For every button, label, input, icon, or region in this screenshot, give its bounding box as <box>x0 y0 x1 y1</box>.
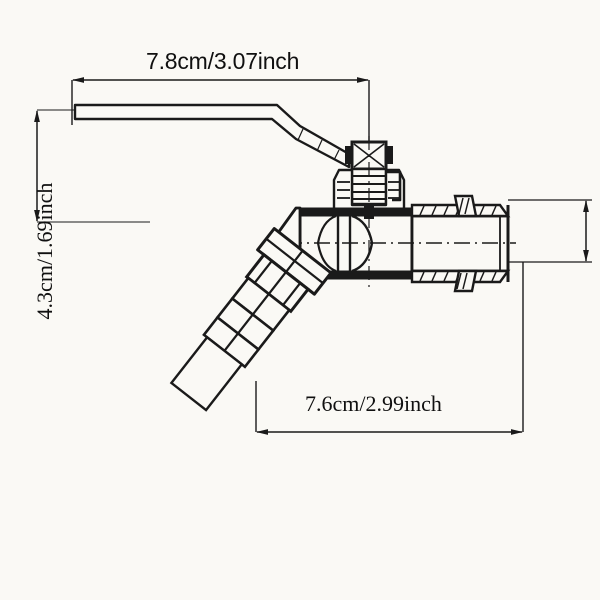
dimension-lines <box>34 77 592 435</box>
lever-handle-detail <box>297 128 340 161</box>
lock-arm <box>386 170 402 202</box>
centerline <box>286 136 516 290</box>
lever-handle <box>73 103 351 169</box>
dimension-label-depth: 7.6cm/2.99inch <box>305 391 442 416</box>
hose-barb <box>169 227 333 412</box>
dimension-label-height: 4.3cm/1.69inch <box>32 182 57 320</box>
dimension-label-width: 7.8cm/3.07inch <box>146 48 300 74</box>
